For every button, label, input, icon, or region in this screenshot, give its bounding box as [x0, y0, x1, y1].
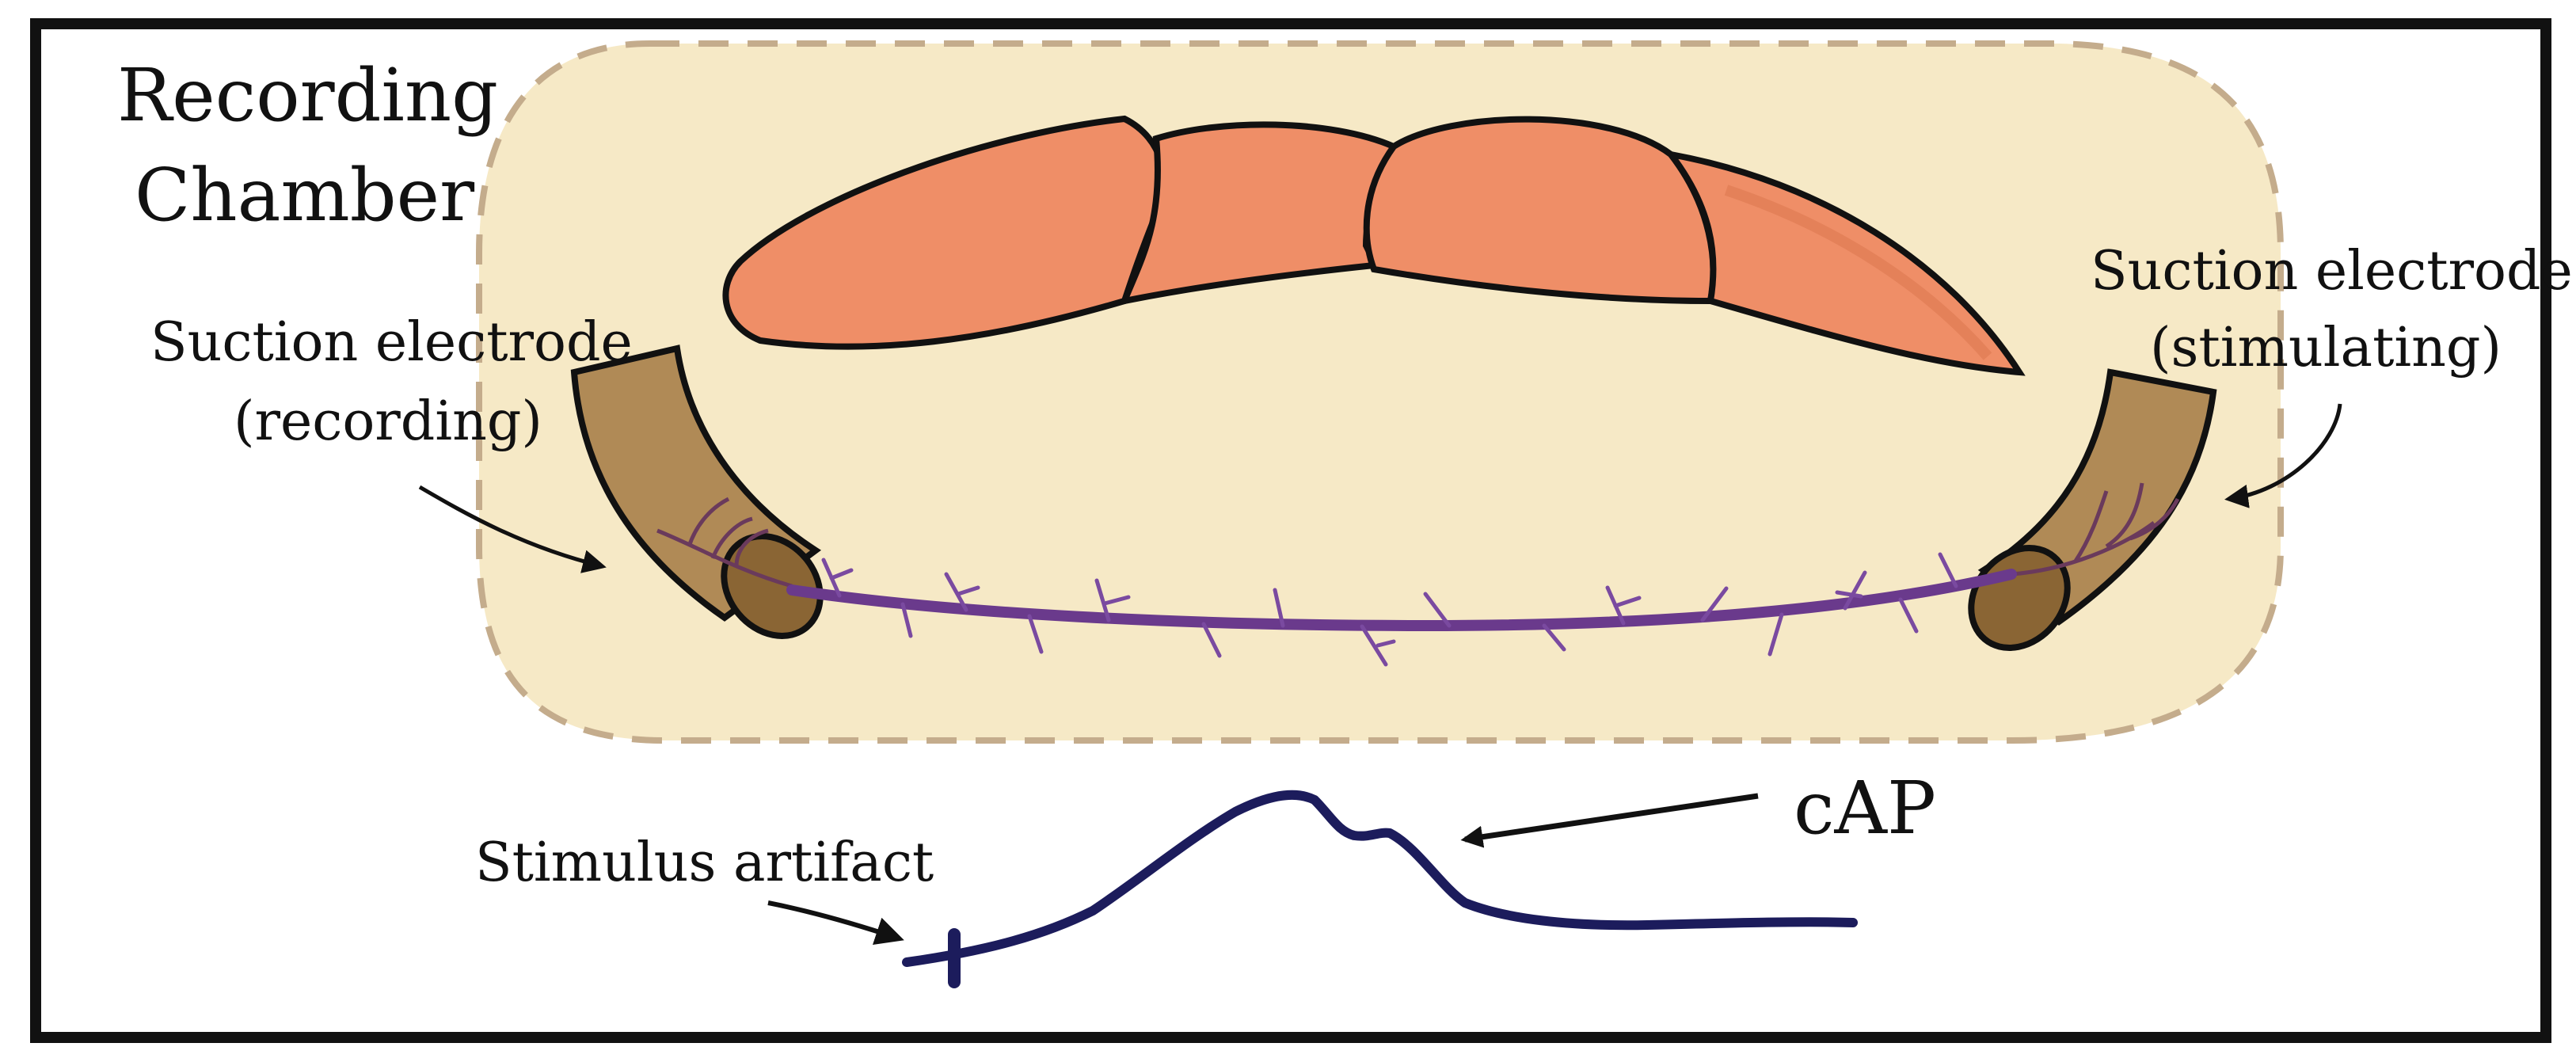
- arrow-artifact-icon: [767, 900, 904, 945]
- arrow-stimulating-icon: [2224, 403, 2342, 508]
- cap-label: cAP: [1794, 766, 1936, 851]
- abdomen-segment-3: [1363, 116, 1717, 305]
- chamber-label-line1: Recording: [117, 53, 498, 138]
- nerve: [786, 552, 2017, 667]
- cap-trace: [902, 790, 1858, 988]
- recording-electrode-label-line2: (recording): [234, 390, 542, 453]
- abdomen-shading: [1724, 185, 1992, 360]
- recording-electrode: [570, 344, 824, 639]
- arrow-recording-icon: [418, 485, 607, 573]
- recording-electrode-label-line1: Suction electrode: [150, 311, 633, 374]
- stimulating-electrode-label-line2: (stimulating): [2150, 317, 2502, 379]
- crayfish-abdomen: [722, 115, 2026, 376]
- stimulating-electrode-label-line1: Suction electrode: [2091, 240, 2573, 303]
- arrow-cap-icon: [1460, 793, 1759, 848]
- abdomen-segment-4-tail: [1663, 150, 2026, 376]
- chamber-label-line2: Chamber: [135, 153, 474, 238]
- stimulus-artifact-label: Stimulus artifact: [475, 832, 934, 894]
